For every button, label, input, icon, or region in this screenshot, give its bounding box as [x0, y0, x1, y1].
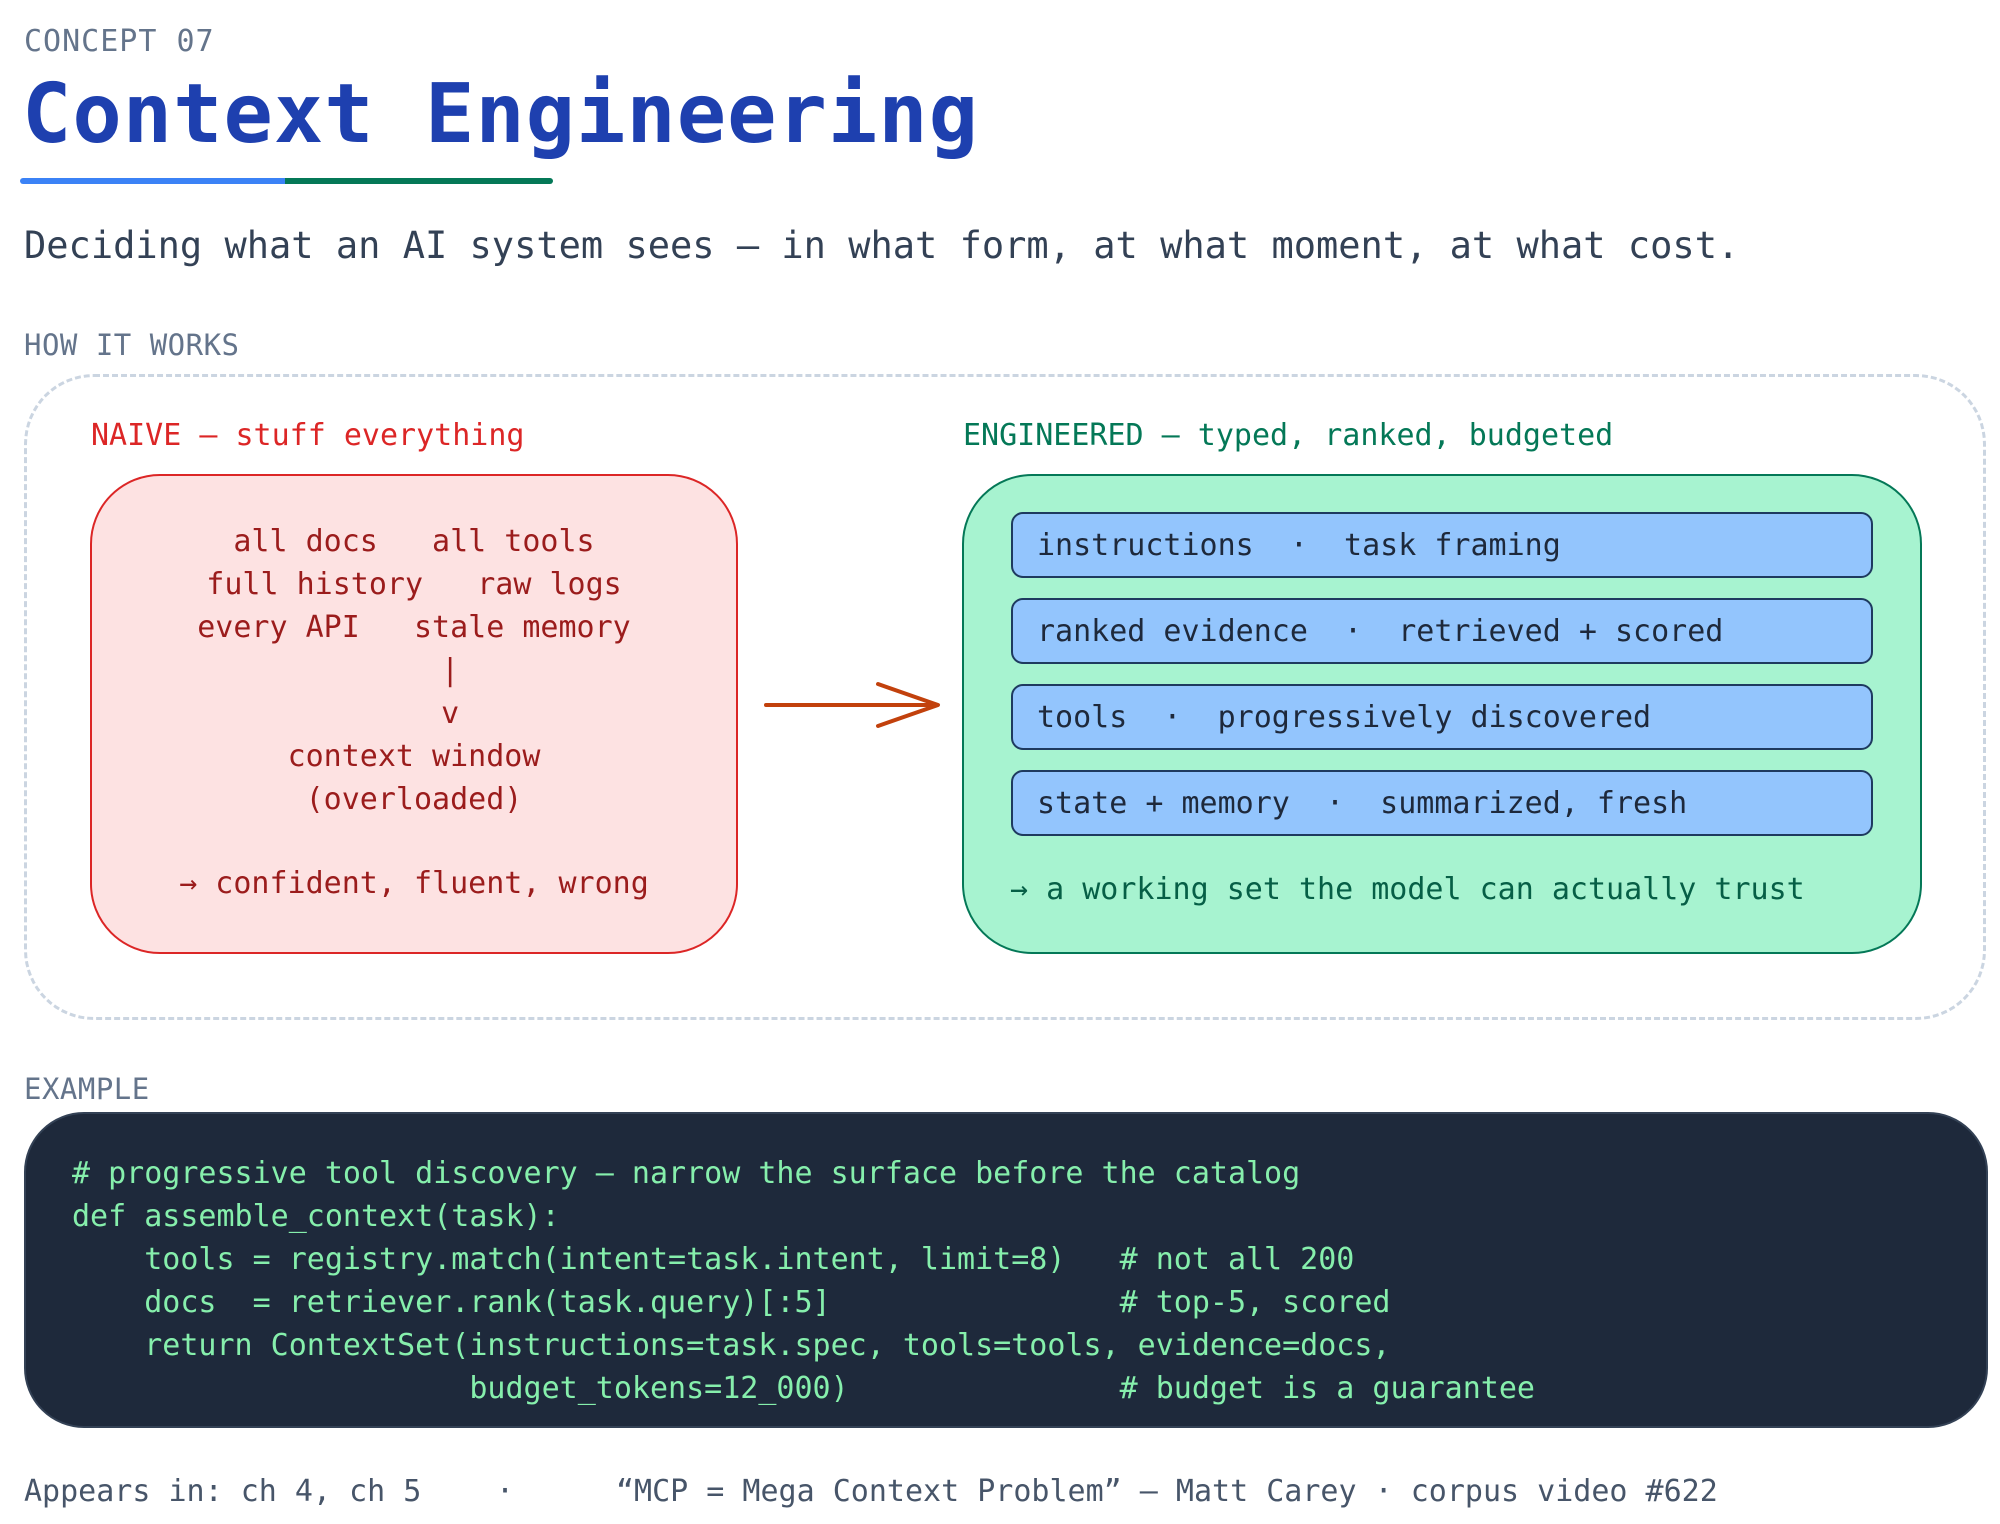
- naive-flow-arrowhead: v: [368, 696, 460, 731]
- context-layer-tools: tools · progressively discovered: [1011, 684, 1873, 750]
- title-underline-blue: [20, 178, 285, 184]
- code-line: docs = retriever.rank(task.query)[:5] # …: [72, 1285, 1391, 1320]
- code-line: # progressive tool discovery — narrow th…: [72, 1156, 1301, 1191]
- context-layer-instructions: instructions · task framing: [1011, 512, 1873, 578]
- page-subtitle: Deciding what an AI system sees — in wha…: [24, 224, 1740, 267]
- how-it-works-label: HOW IT WORKS: [24, 328, 240, 362]
- naive-line: every API stale memory: [197, 610, 631, 645]
- concept-eyebrow: CONCEPT 07: [24, 24, 215, 59]
- naive-box: [90, 474, 738, 954]
- footer-source: “MCP = Mega Context Problem” — Matt Care…: [616, 1474, 1718, 1509]
- how-it-works-panel: [24, 374, 1986, 1020]
- engineered-label: ENGINEERED — typed, ranked, budgeted: [963, 418, 1614, 453]
- code-block: [24, 1112, 1988, 1428]
- footer-separator: ·: [496, 1474, 515, 1509]
- code-line: tools = registry.match(intent=task.inten…: [72, 1242, 1355, 1277]
- title-underline-green: [285, 178, 553, 184]
- naive-line: (overloaded): [305, 782, 523, 817]
- page-title: Context Engineering: [22, 67, 979, 162]
- transform-arrow-icon: [764, 682, 940, 728]
- engineered-result: → a working set the model can actually t…: [1010, 872, 1805, 907]
- naive-line: all docs all tools: [233, 524, 595, 559]
- code-line: return ContextSet(instructions=task.spec…: [72, 1328, 1391, 1363]
- naive-flow-pipe: |: [368, 653, 460, 688]
- naive-result: → confident, fluent, wrong: [179, 866, 649, 901]
- code-line: budget_tokens=12_000) # budget is a guar…: [72, 1371, 1535, 1406]
- naive-label: NAIVE — stuff everything: [91, 418, 525, 453]
- context-layer-evidence: ranked evidence · retrieved + scored: [1011, 598, 1873, 664]
- code-line: def assemble_context(task):: [72, 1199, 560, 1234]
- context-layer-memory: state + memory · summarized, fresh: [1011, 770, 1873, 836]
- naive-line: context window: [287, 739, 541, 774]
- footer-appears-in: Appears in: ch 4, ch 5: [24, 1474, 422, 1509]
- example-label: EXAMPLE: [24, 1072, 150, 1106]
- naive-line: full history raw logs: [206, 567, 622, 602]
